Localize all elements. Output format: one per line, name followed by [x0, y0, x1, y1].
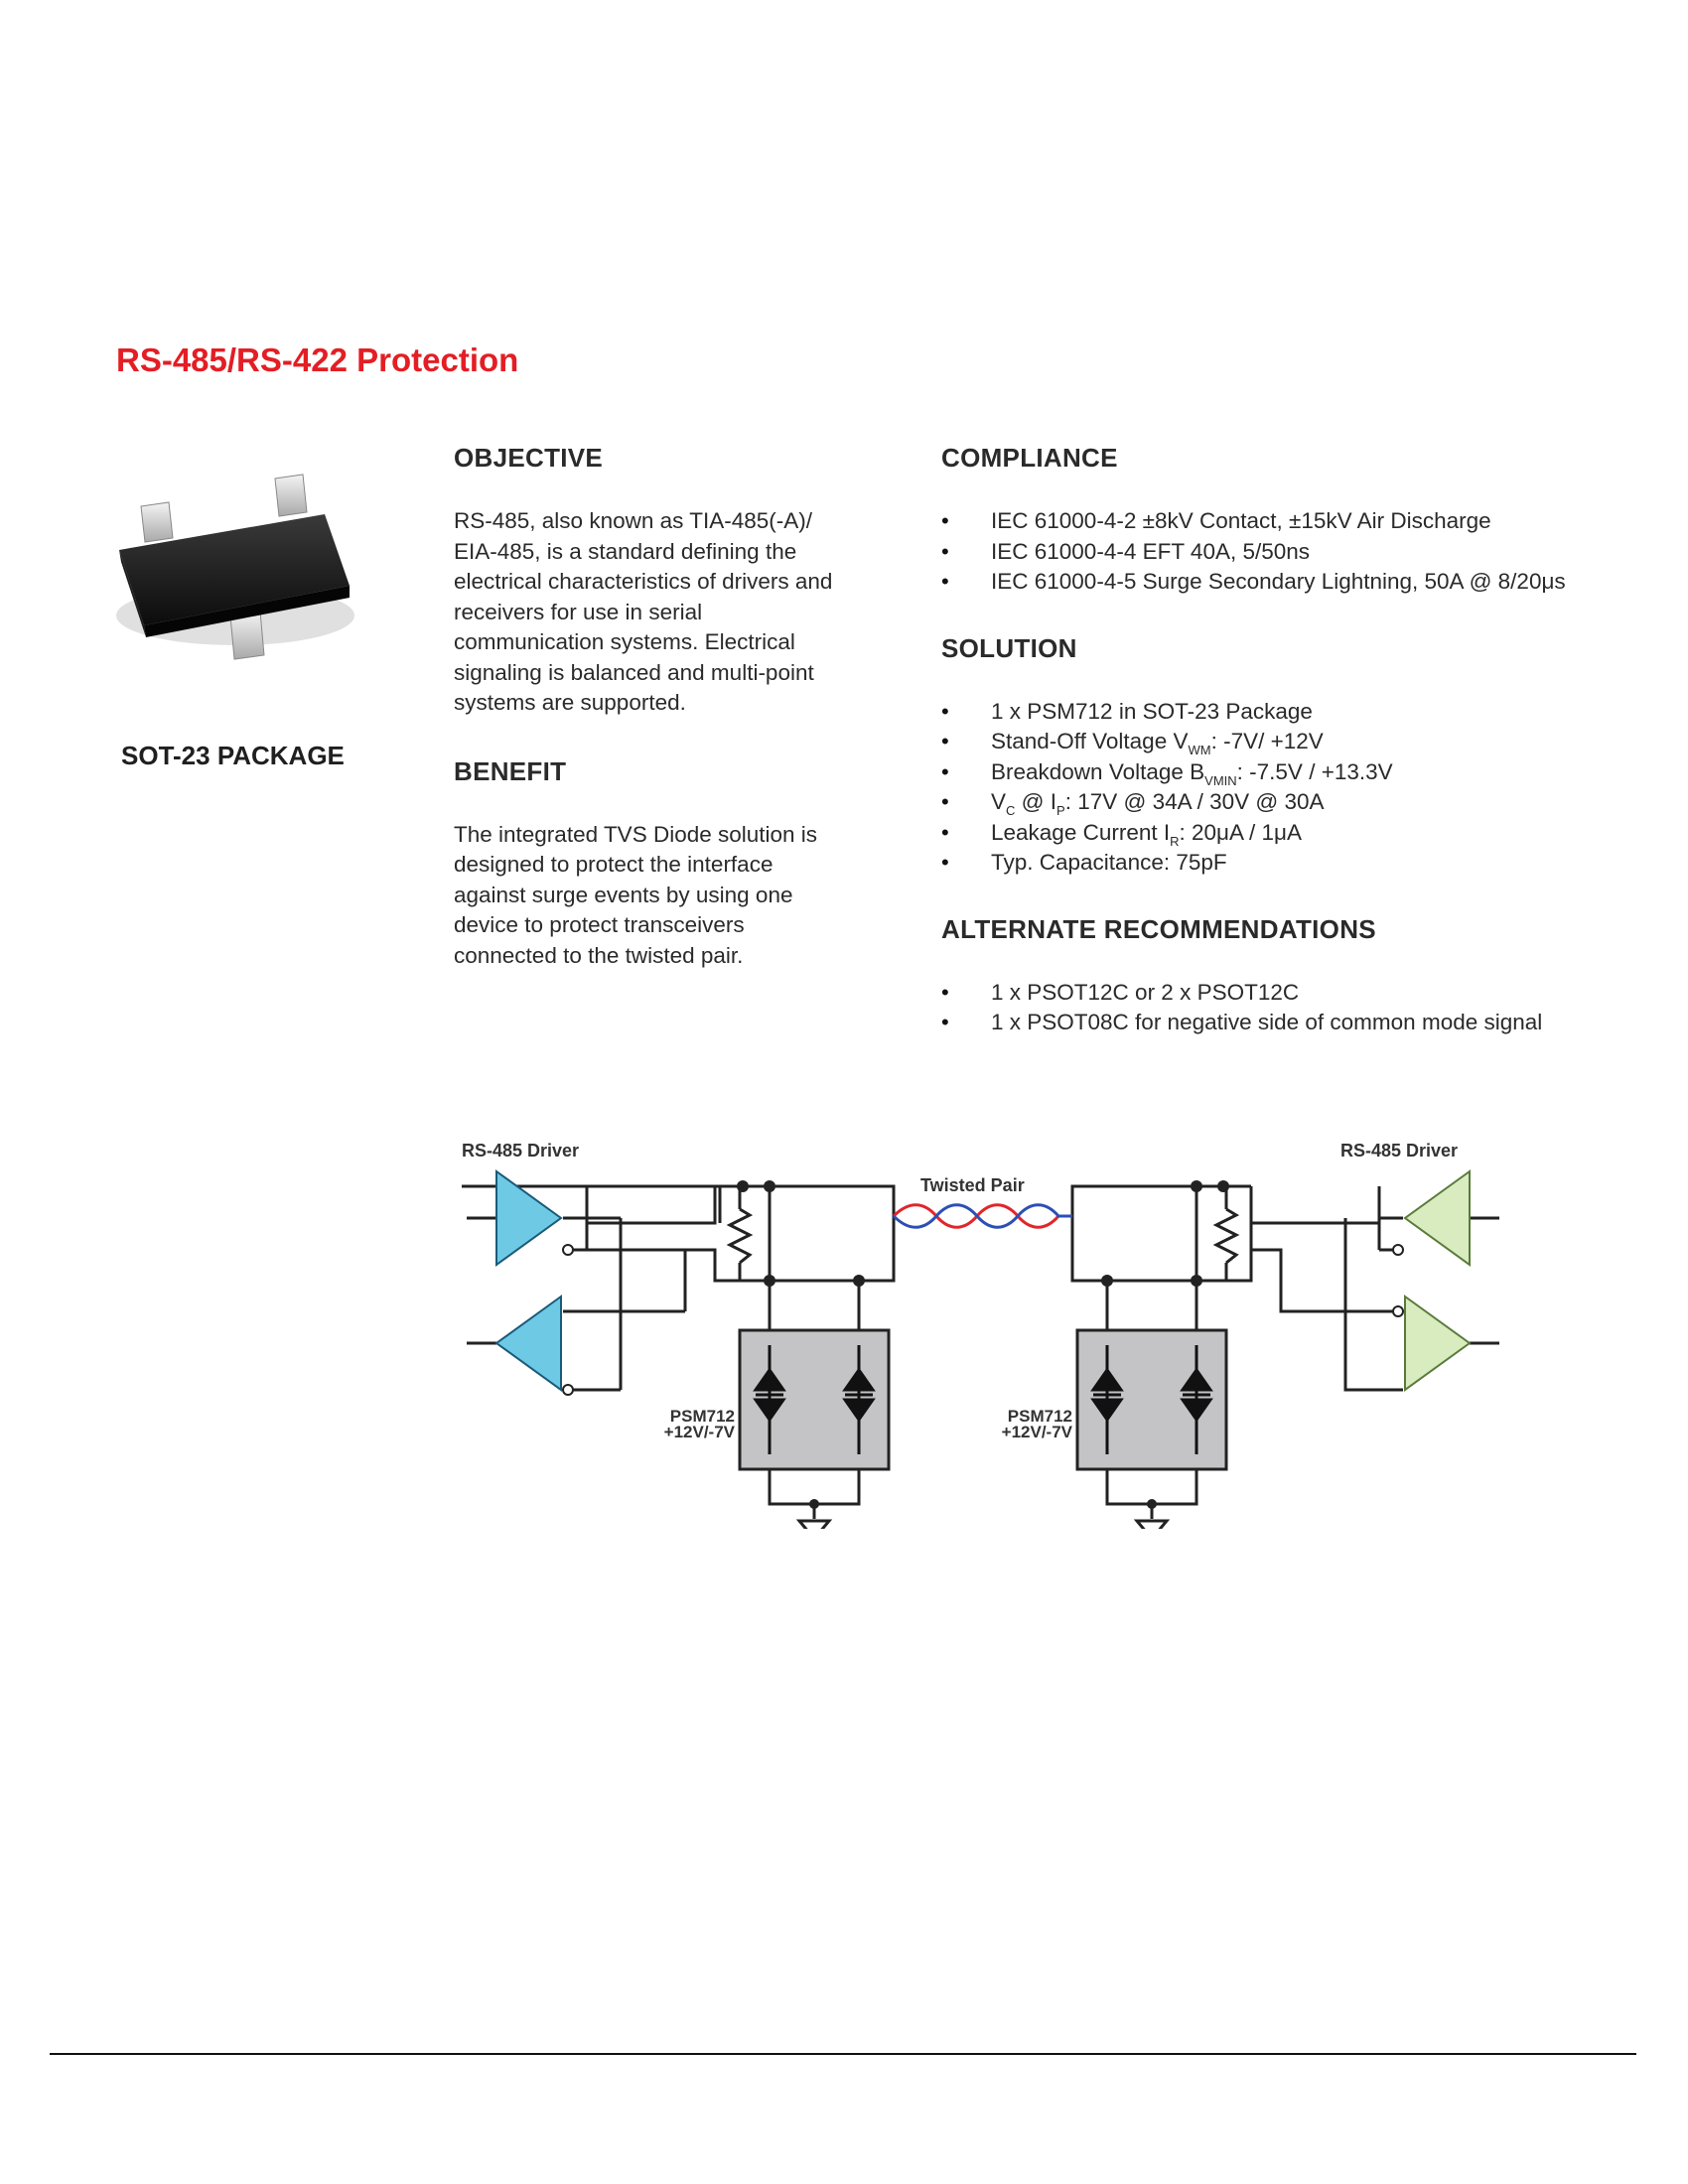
- right-column: COMPLIANCE IEC 61000-4-2 ±8kV Contact, ±…: [941, 443, 1656, 1038]
- benefit-text: The integrated TVS Diode solution is des…: [454, 821, 818, 968]
- resistor-right-icon: [1212, 1207, 1240, 1265]
- list-item: VC @ IP: 17V @ 34A / 30V @ 30A: [941, 787, 1656, 818]
- list-item: IEC 61000-4-5 Surge Secondary Lightning,…: [941, 567, 1656, 598]
- benefit-heading: BENEFIT: [454, 755, 567, 786]
- ground-icon: [1133, 1519, 1171, 1529]
- receiver-triangle-icon: [494, 1295, 562, 1392]
- twisted-pair-red: [892, 1203, 1072, 1229]
- tvs-left-rating: +12V/-7V: [664, 1423, 736, 1441]
- alternate-heading: ALTERNATE RECOMMENDATIONS: [941, 913, 1376, 944]
- objective-heading: OBJECTIVE: [454, 443, 604, 473]
- compliance-list: IEC 61000-4-2 ±8kV Contact, ±15kV Air Di…: [941, 506, 1656, 598]
- driver-triangle-icon: [495, 1169, 563, 1267]
- driver-triangle-icon: [1403, 1169, 1471, 1267]
- footer-divider: [50, 2053, 1636, 2055]
- twisted-pair-blue: [892, 1203, 1072, 1229]
- circuit-diagram: RS-485 Driver RS-485 Driver Twisted Pair…: [462, 1141, 1499, 1529]
- right-driver-label: RS-485 Driver: [1340, 1141, 1458, 1160]
- tvs-left-part: PSM712: [670, 1407, 735, 1426]
- ground-icon: [795, 1519, 833, 1529]
- solution-heading: SOLUTION: [941, 632, 1077, 663]
- list-item: 1 x PSM712 in SOT-23 Package: [941, 697, 1656, 728]
- compliance-heading: COMPLIANCE: [941, 443, 1118, 473]
- list-item: 1 x PSOT12C or 2 x PSOT12C: [941, 978, 1656, 1009]
- solution-list: 1 x PSM712 in SOT-23 Package Stand-Off V…: [941, 697, 1656, 879]
- sot23-package-image: [116, 474, 354, 660]
- list-item: IEC 61000-4-4 EFT 40A, 5/50ns: [941, 537, 1656, 568]
- list-item: Typ. Capacitance: 75pF: [941, 848, 1656, 879]
- list-item: Leakage Current IR: 20μA / 1μA: [941, 818, 1656, 849]
- list-item: 1 x PSOT08C for negative side of common …: [941, 1008, 1656, 1038]
- left-column: OBJECTIVE RS-485, also known as TIA-485(…: [454, 443, 871, 971]
- tvs-right-part: PSM712: [1008, 1407, 1072, 1426]
- list-item: IEC 61000-4-2 ±8kV Contact, ±15kV Air Di…: [941, 506, 1656, 537]
- list-item: Stand-Off Voltage VWM: -7V/ +12V: [941, 727, 1656, 757]
- objective-text: RS-485, also known as TIA-485(-A)/ EIA-4…: [454, 508, 833, 715]
- page-title: RS-485/RS-422 Protection: [116, 341, 519, 378]
- resistor-left-icon: [726, 1207, 754, 1265]
- list-item: Breakdown Voltage BVMIN: -7.5V / +13.3V: [941, 757, 1656, 788]
- receiver-triangle-icon: [1404, 1295, 1472, 1392]
- alternate-list: 1 x PSOT12C or 2 x PSOT12C 1 x PSOT08C f…: [941, 978, 1656, 1038]
- package-label: SOT-23 PACKAGE: [121, 741, 345, 770]
- tvs-right-rating: +12V/-7V: [1002, 1423, 1073, 1441]
- left-driver-label: RS-485 Driver: [462, 1141, 579, 1160]
- twisted-pair-label: Twisted Pair: [920, 1175, 1025, 1195]
